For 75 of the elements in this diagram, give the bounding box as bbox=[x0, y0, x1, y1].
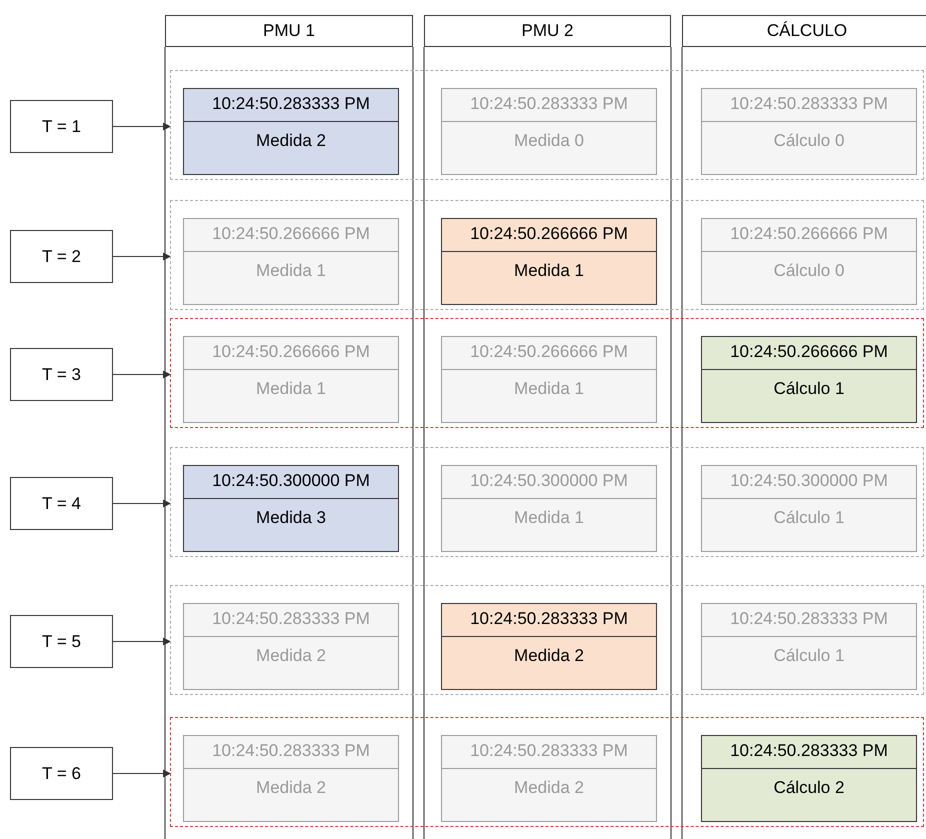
timestamp-text: 10:24:50.283333 PM bbox=[469, 94, 629, 114]
data-cell bbox=[701, 218, 917, 305]
cell-label: Medida 2 bbox=[255, 646, 327, 666]
column-header: PMU 1 bbox=[165, 15, 413, 47]
timestamp-text: 10:24:50.283333 PM bbox=[211, 94, 371, 114]
arrow bbox=[112, 122, 171, 130]
arrow bbox=[112, 370, 171, 378]
arrow bbox=[112, 252, 171, 260]
cell-label: Cálculo 1 bbox=[772, 379, 846, 399]
timestamp-text: 10:24:50.266666 PM bbox=[211, 342, 371, 362]
cell-label: Medida 3 bbox=[255, 508, 327, 528]
data-cell bbox=[441, 735, 657, 822]
row-frame bbox=[170, 717, 924, 827]
data-cell bbox=[441, 218, 657, 305]
timestamp-text: 10:24:50.283333 PM bbox=[729, 609, 889, 629]
row-frame bbox=[170, 200, 924, 310]
data-cell bbox=[183, 336, 399, 423]
timestamp-text: 10:24:50.283333 PM bbox=[211, 609, 371, 629]
time-step-box: T = 1 bbox=[10, 100, 113, 153]
cell-label: Medida 2 bbox=[513, 778, 585, 798]
cell-label: Cálculo 0 bbox=[772, 261, 846, 281]
timestamp-text: 10:24:50.283333 PM bbox=[469, 609, 629, 629]
arrow bbox=[112, 638, 171, 646]
time-step-box: T = 4 bbox=[10, 477, 113, 530]
cell-label: Medida 0 bbox=[513, 131, 585, 151]
cell-label: Cálculo 1 bbox=[772, 646, 846, 666]
timestamp-text: 10:24:50.283333 PM bbox=[469, 741, 629, 761]
arrow bbox=[112, 500, 171, 508]
timestamp-text: 10:24:50.300000 PM bbox=[211, 471, 371, 491]
cell-label: Medida 2 bbox=[513, 646, 585, 666]
data-cell bbox=[701, 603, 917, 690]
data-cell bbox=[441, 336, 657, 423]
timestamp-text: 10:24:50.266666 PM bbox=[469, 342, 629, 362]
data-cell bbox=[441, 88, 657, 175]
row-frame bbox=[170, 447, 924, 557]
timestamp-text: 10:24:50.266666 PM bbox=[729, 342, 889, 362]
timestamp-text: 10:24:50.283333 PM bbox=[729, 741, 889, 761]
data-cell bbox=[183, 735, 399, 822]
data-cell bbox=[701, 88, 917, 175]
row-frame bbox=[170, 585, 924, 695]
cell-label: Medida 1 bbox=[513, 508, 585, 528]
data-cell bbox=[441, 603, 657, 690]
timestamp-text: 10:24:50.283333 PM bbox=[729, 94, 889, 114]
cell-label: Cálculo 0 bbox=[772, 131, 846, 151]
timestamp-text: 10:24:50.300000 PM bbox=[729, 471, 889, 491]
cell-label: Medida 1 bbox=[255, 379, 327, 399]
cell-label: Medida 2 bbox=[255, 131, 327, 151]
cell-label: Medida 1 bbox=[255, 261, 327, 281]
timestamp-text: 10:24:50.266666 PM bbox=[211, 224, 371, 244]
cell-label: Cálculo 2 bbox=[772, 778, 846, 798]
time-step-box: T = 3 bbox=[10, 348, 113, 401]
timestamp-text: 10:24:50.283333 PM bbox=[211, 741, 371, 761]
cell-label: Cálculo 1 bbox=[772, 508, 846, 528]
timestamp-text: 10:24:50.300000 PM bbox=[469, 471, 629, 491]
data-cell bbox=[701, 336, 917, 423]
data-cell bbox=[183, 88, 399, 175]
time-step-box: T = 6 bbox=[10, 747, 113, 800]
data-cell bbox=[183, 603, 399, 690]
row-frame bbox=[170, 70, 924, 180]
cell-label: Medida 1 bbox=[513, 379, 585, 399]
data-cell bbox=[701, 735, 917, 822]
time-step-box: T = 5 bbox=[10, 615, 113, 668]
column-header: CÁLCULO bbox=[682, 15, 926, 47]
data-cell bbox=[441, 465, 657, 552]
cell-label: Medida 2 bbox=[255, 778, 327, 798]
data-cell bbox=[183, 218, 399, 305]
column-header: PMU 2 bbox=[424, 15, 671, 47]
cell-label: Medida 1 bbox=[513, 261, 585, 281]
timestamp-text: 10:24:50.266666 PM bbox=[729, 224, 889, 244]
row-frame bbox=[170, 318, 924, 428]
timestamp-text: 10:24:50.266666 PM bbox=[469, 224, 629, 244]
arrow bbox=[112, 770, 171, 778]
data-cell bbox=[701, 465, 917, 552]
time-step-box: T = 2 bbox=[10, 230, 113, 283]
data-cell bbox=[183, 465, 399, 552]
